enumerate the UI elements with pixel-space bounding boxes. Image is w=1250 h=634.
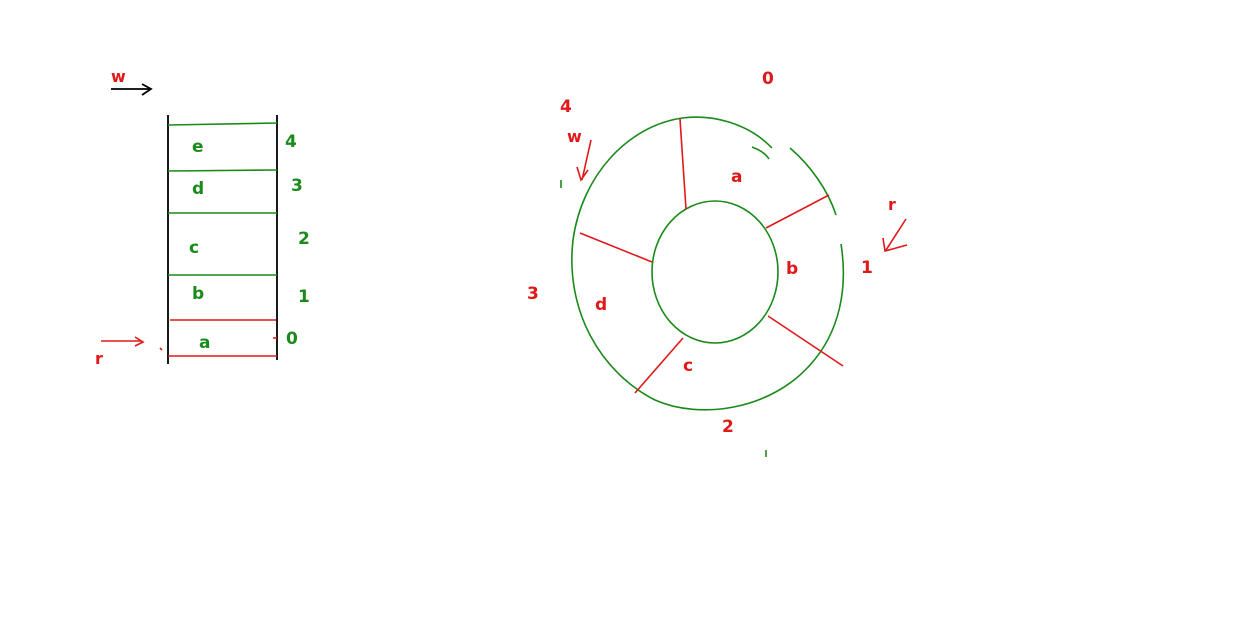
- ring-write-arrow: [576, 139, 592, 182]
- linear-read-arrow: [101, 336, 145, 347]
- ring-write-pointer-label: w: [567, 127, 582, 146]
- linear-cell-d: d: [192, 179, 204, 199]
- linear-write-pointer-label: w: [111, 67, 126, 86]
- linear-cell-e: e: [192, 137, 204, 157]
- ring-index-1: 1: [861, 258, 873, 278]
- segment-divider: [634, 337, 684, 394]
- ring-cell-a: a: [731, 167, 742, 187]
- segment-divider: [765, 194, 830, 229]
- outer-ring-fragment: [751, 146, 770, 160]
- ring-index-2: 2: [722, 417, 734, 437]
- segment-divider: [579, 232, 653, 263]
- linear-write-arrow: [111, 83, 153, 96]
- segment-divider: [679, 118, 687, 210]
- outer-ring: [571, 116, 845, 411]
- stray-mark: [159, 347, 163, 351]
- linear-index-3: 3: [291, 176, 303, 196]
- linear-read-pointer-label: r: [95, 349, 103, 368]
- linear-cell-c: c: [189, 238, 199, 258]
- ring-index-3: 3: [527, 284, 539, 304]
- ring-index-0: 0: [762, 69, 774, 89]
- ring-cell-b: b: [786, 259, 798, 279]
- linear-divider: [167, 169, 278, 172]
- linear-index-0: 0: [286, 329, 298, 349]
- linear-buffer: w e d c b a 4 3 2 1 0 r: [95, 67, 310, 368]
- ring-index-4: 4: [560, 97, 572, 117]
- segment-divider: [767, 315, 844, 367]
- linear-index-4: 4: [285, 132, 297, 152]
- circular-buffer: a b c d 0 1 2 3 4 w r: [527, 69, 908, 457]
- outer-ring-fragment: [789, 147, 837, 216]
- ring-cell-c: c: [683, 356, 693, 376]
- ring-read-arrow: [882, 218, 908, 253]
- linear-divider: [167, 122, 278, 126]
- inner-ring: [651, 200, 779, 344]
- ring-cell-d: d: [595, 295, 607, 315]
- linear-index-2: 2: [298, 229, 310, 249]
- linear-cell-a: a: [199, 333, 210, 353]
- linear-index-1: 1: [298, 287, 310, 307]
- ring-read-pointer-label: r: [888, 195, 896, 214]
- linear-cell-b: b: [192, 284, 204, 304]
